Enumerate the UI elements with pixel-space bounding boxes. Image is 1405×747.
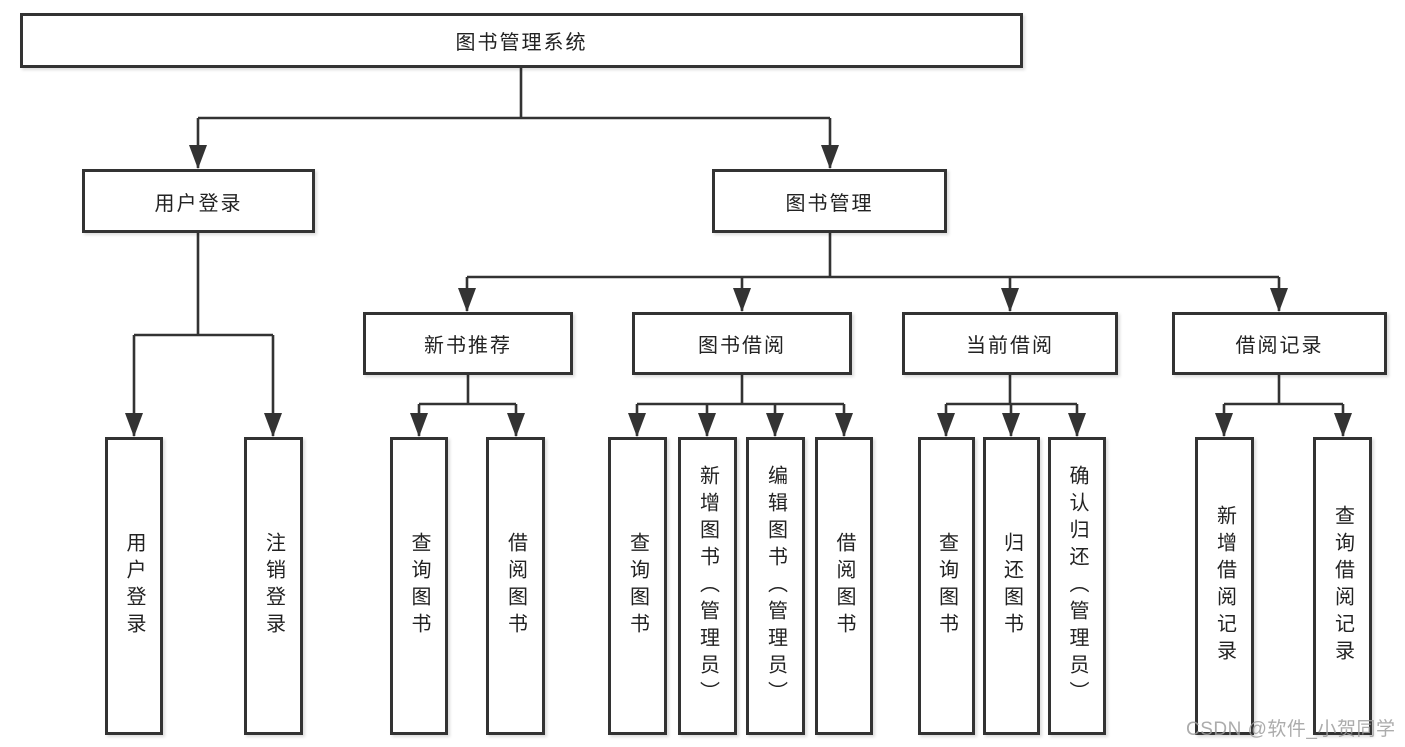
- node-label: 当前借阅: [966, 335, 1054, 357]
- leaf-label: 注销登录: [262, 532, 285, 640]
- connector-userlogin-to-leaves: [125, 233, 282, 437]
- node-library-management-system: 图书管理系统: [20, 13, 1023, 68]
- node-label: 图书借阅: [698, 335, 786, 357]
- leaf-label: 新增借阅记录: [1213, 505, 1236, 667]
- leaf-label: 查询图书: [626, 532, 649, 640]
- leaf-label: 归还图书: [1000, 532, 1023, 640]
- leaf-label: 新增图书（管理员）: [696, 464, 719, 708]
- node-borrowing-records: 借阅记录: [1172, 312, 1387, 375]
- connector-borrowing-to-leaves: [628, 375, 853, 437]
- node-label: 用户登录: [154, 192, 243, 215]
- connector-bookmgmt-to-level3: [458, 233, 1288, 312]
- leaf-label: 用户登录: [123, 532, 145, 640]
- node-new-book-recommendation: 新书推荐: [363, 312, 573, 375]
- node-user-login: 用户登录: [82, 169, 315, 233]
- leaf-borrow-books: 借阅图书: [815, 437, 873, 735]
- leaf-return-books: 归还图书: [983, 437, 1040, 735]
- leaf-label: 确认归还（管理员）: [1066, 464, 1088, 708]
- leaf-confirm-return-admin: 确认归还（管理员）: [1048, 437, 1106, 735]
- leaf-borrow-books-recommend: 借阅图书: [486, 437, 545, 735]
- leaf-query-books-current: 查询图书: [918, 437, 975, 735]
- leaf-add-book-admin: 新增图书（管理员）: [678, 437, 737, 735]
- leaf-label: 查询借阅记录: [1331, 505, 1354, 667]
- node-label: 借阅记录: [1235, 335, 1324, 357]
- node-label: 新书推荐: [424, 335, 512, 357]
- connector-current-to-leaves: [937, 375, 1086, 437]
- leaf-user-login: 用户登录: [105, 437, 163, 735]
- connector-records-to-leaves: [1215, 375, 1352, 437]
- csdn-watermark: CSDN @软件_小贺同学: [1186, 719, 1396, 740]
- node-book-management: 图书管理: [712, 169, 947, 233]
- leaf-query-books-borrowing: 查询图书: [608, 437, 667, 735]
- node-label: 图书管理: [785, 192, 874, 215]
- leaf-edit-book-admin: 编辑图书（管理员）: [746, 437, 805, 735]
- leaf-logout: 注销登录: [244, 437, 303, 735]
- leaf-label: 借阅图书: [833, 532, 855, 640]
- leaf-label: 编辑图书（管理员）: [764, 464, 787, 708]
- leaf-label: 查询图书: [935, 532, 958, 640]
- leaf-label: 借阅图书: [504, 532, 527, 640]
- connector-newbook-to-leaves: [410, 375, 525, 437]
- leaf-add-borrow-record: 新增借阅记录: [1195, 437, 1254, 735]
- node-label: 图书管理系统: [455, 32, 588, 54]
- node-current-borrowing: 当前借阅: [902, 312, 1118, 375]
- connector-root-to-level2: [189, 68, 839, 169]
- leaf-query-borrow-record: 查询借阅记录: [1313, 437, 1372, 735]
- node-book-borrowing: 图书借阅: [632, 312, 852, 375]
- leaf-label: 查询图书: [408, 532, 430, 640]
- leaf-query-books-recommend: 查询图书: [390, 437, 448, 735]
